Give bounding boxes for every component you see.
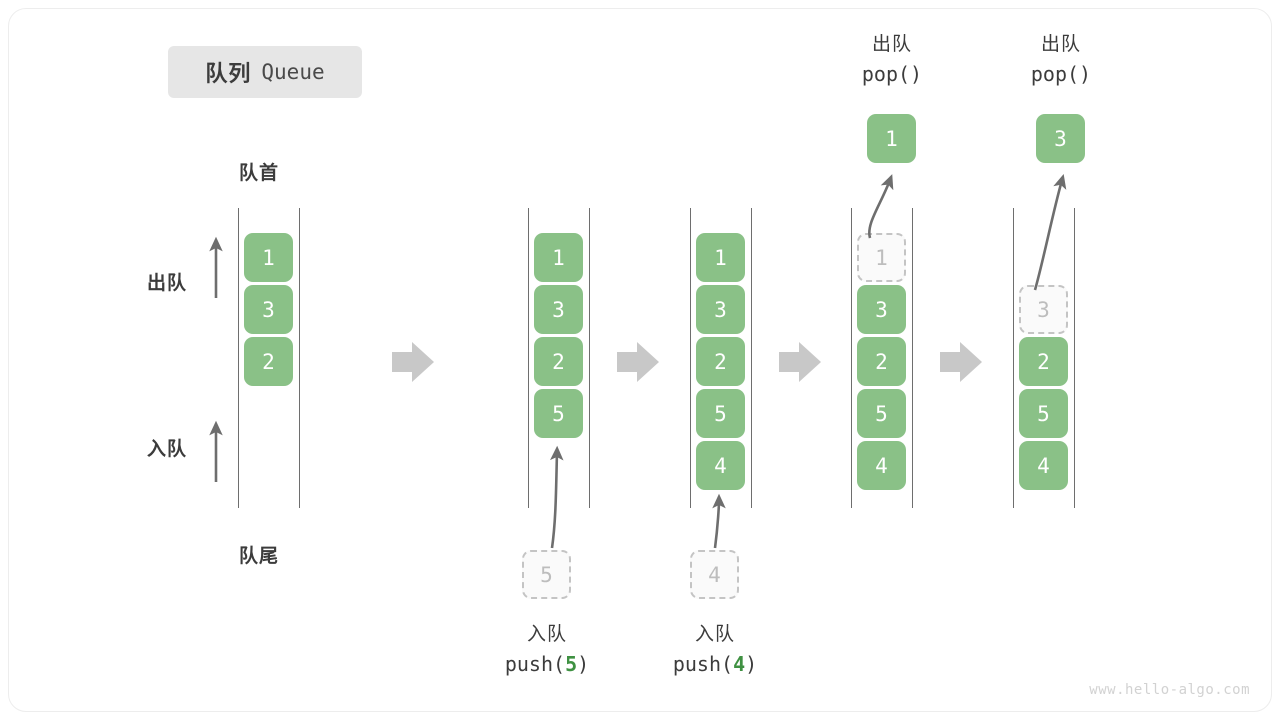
queue-cell: 2 [534, 337, 583, 386]
queue-cell: 1 [696, 233, 745, 282]
queue-cell: 5 [1019, 389, 1068, 438]
enqueue-direction-label: 入队 [147, 439, 188, 460]
push-4-label: 入队 push(4) [631, 620, 799, 680]
queue-cell: 5 [534, 389, 583, 438]
queue-rail-right [589, 208, 590, 508]
queue-cell: 5 [696, 389, 745, 438]
push-4-cn: 入队 [694, 624, 735, 645]
push-5-label: 入队 push(5) [463, 620, 631, 680]
queue-tail-label: 队尾 [239, 546, 280, 567]
queue-cell: 1 [534, 233, 583, 282]
queue-cell: 2 [244, 337, 293, 386]
queue-rail-right [751, 208, 752, 508]
queue-rail-right [299, 208, 300, 508]
queue-rail-left [528, 208, 529, 508]
title-cn: 队列 [205, 61, 252, 86]
queue-cell: 2 [696, 337, 745, 386]
pop-2-cn: 出队 [1040, 34, 1081, 55]
queue-cell: 4 [696, 441, 745, 490]
incoming-ghost-box: 5 [522, 550, 571, 599]
incoming-ghost-box: 4 [690, 550, 739, 599]
queue-head-label: 队首 [239, 163, 280, 184]
queue-cell: 3 [857, 285, 906, 334]
title-badge: 队列 Queue [168, 46, 362, 98]
popped-value-box: 3 [1036, 114, 1085, 163]
push-5-cn: 入队 [526, 624, 567, 645]
queue-rail-left [851, 208, 852, 508]
pop-2-label: 出队 pop() [977, 30, 1145, 90]
pop-1-cn: 出队 [871, 34, 912, 55]
queue-rail-right [1074, 208, 1075, 508]
queue-cell: 4 [857, 441, 906, 490]
pop-1-label: 出队 pop() [808, 30, 976, 90]
push-4-code: push(4) [672, 652, 758, 677]
queue-cell: 4 [1019, 441, 1068, 490]
queue-cell: 5 [857, 389, 906, 438]
queue-rail-left [238, 208, 239, 508]
popped-value-box: 1 [867, 114, 916, 163]
queue-cell: 1 [244, 233, 293, 282]
diagram-card [8, 8, 1272, 712]
queue-cell: 3 [244, 285, 293, 334]
push-5-code: push(5) [504, 652, 590, 677]
queue-rail-left [690, 208, 691, 508]
queue-cell-removed: 1 [857, 233, 906, 282]
queue-cell: 2 [1019, 337, 1068, 386]
dequeue-direction-label: 出队 [147, 273, 188, 294]
pop-1-code: pop() [861, 62, 923, 87]
queue-rail-right [912, 208, 913, 508]
queue-cell: 3 [534, 285, 583, 334]
title-en: Queue [261, 60, 325, 84]
queue-cell: 3 [696, 285, 745, 334]
queue-cell-removed: 3 [1019, 285, 1068, 334]
pop-2-code: pop() [1030, 62, 1092, 87]
queue-cell: 2 [857, 337, 906, 386]
watermark: www.hello-algo.com [1089, 682, 1250, 698]
queue-rail-left [1013, 208, 1014, 508]
